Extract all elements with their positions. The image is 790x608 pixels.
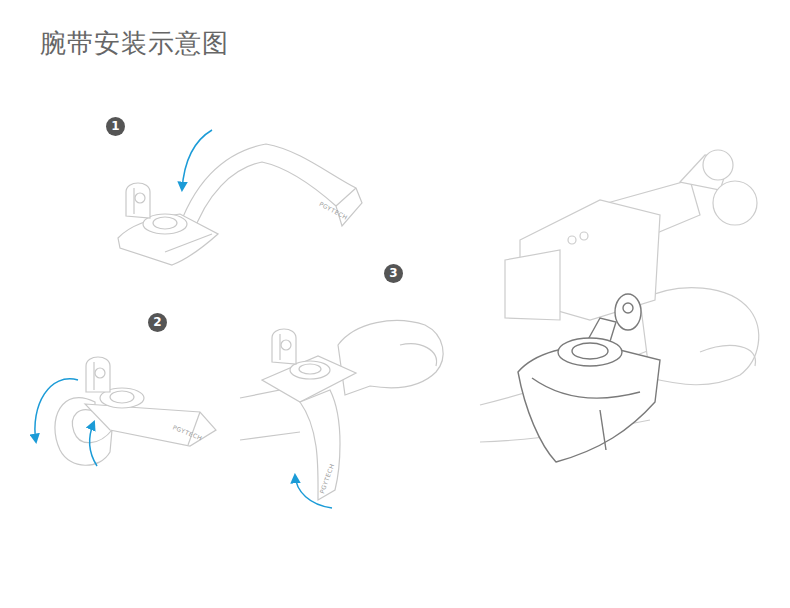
step2-strap-figure bbox=[55, 357, 216, 465]
step1-strap-figure bbox=[118, 144, 362, 265]
direction-arrow bbox=[182, 130, 212, 190]
step3-wrist-figure bbox=[240, 321, 443, 500]
diagram-title: 腕带安装示意图 bbox=[40, 26, 229, 61]
callout-number: 2 bbox=[148, 313, 167, 332]
callout-number: 3 bbox=[384, 264, 403, 283]
direction-arrow bbox=[35, 379, 78, 442]
final-strap-figure bbox=[518, 294, 660, 462]
callout-number: 1 bbox=[106, 117, 125, 136]
direction-arrow bbox=[90, 422, 97, 466]
